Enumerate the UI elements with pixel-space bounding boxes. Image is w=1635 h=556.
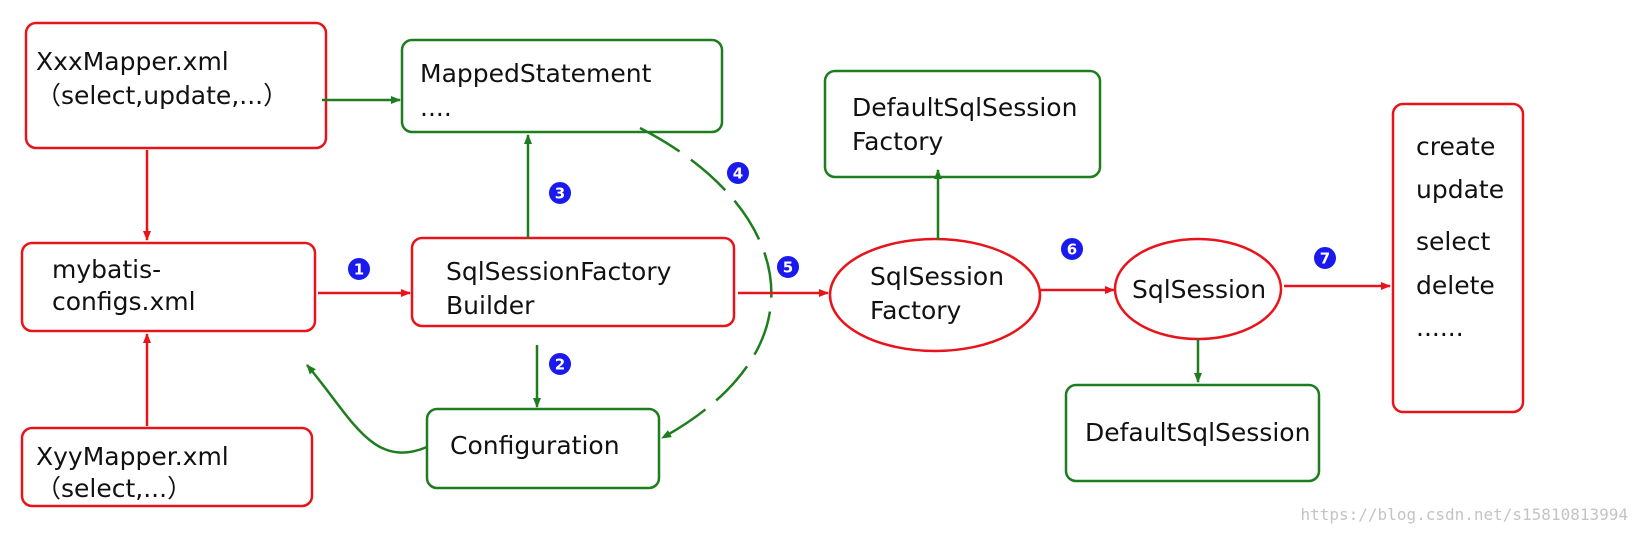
step-badge-5-label: 5 xyxy=(783,259,793,277)
factory-builder-line1: SqlSessionFactory xyxy=(446,257,672,286)
node-xxx-mapper: XxxMapper.xml （select,update,...） xyxy=(24,21,328,150)
node-mapped-statement: MappedStatement .... xyxy=(400,38,724,134)
mapped-statement-ellipsis: .... xyxy=(420,93,452,122)
step-badge-5: 5 xyxy=(775,254,801,280)
default-factory-line2: Factory xyxy=(852,127,944,156)
xxx-mapper-statements: （select,update,...） xyxy=(36,81,288,110)
node-default-sql-session: DefaultSqlSession xyxy=(1064,383,1321,483)
xxx-mapper-title: XxxMapper.xml xyxy=(36,47,229,76)
xyy-mapper-title: XyyMapper.xml xyxy=(36,442,229,471)
session-factory-line1: SqlSession xyxy=(870,262,1004,291)
operation-delete: delete xyxy=(1416,271,1495,300)
operation-more: ...... xyxy=(1416,313,1464,342)
step-badge-7: 7 xyxy=(1312,245,1338,271)
step-badge-4-label: 4 xyxy=(733,165,743,183)
node-operations: create update select delete ...... xyxy=(1391,102,1525,414)
arrow-mapped-statement-to-configuration xyxy=(639,126,773,440)
mapped-statement-title: MappedStatement xyxy=(420,59,652,88)
node-default-sql-session-factory: DefaultSqlSession Factory xyxy=(823,69,1102,179)
step-badge-2-label: 2 xyxy=(555,356,565,374)
step-badge-1-label: 1 xyxy=(354,261,364,279)
operation-create: create xyxy=(1416,132,1495,161)
step-badge-3: 3 xyxy=(547,180,573,206)
default-session-label: DefaultSqlSession xyxy=(1085,418,1310,447)
operation-select: select xyxy=(1416,227,1490,256)
node-xyy-mapper: XyyMapper.xml （select,...） xyxy=(20,426,314,508)
step-badge-2: 2 xyxy=(547,351,573,377)
node-sql-session-factory: SqlSession Factory xyxy=(828,237,1042,353)
xyy-mapper-statements: （select,...） xyxy=(36,474,192,503)
node-mybatis-configs: mybatis- configs.xml xyxy=(20,241,317,333)
watermark-url: https://blog.csdn.net/s15810813994 xyxy=(1300,505,1628,524)
node-configuration: Configuration xyxy=(425,407,661,490)
factory-builder-line2: Builder xyxy=(446,291,535,320)
session-factory-line2: Factory xyxy=(870,296,962,325)
mybatis-configs-line2: configs.xml xyxy=(52,287,196,316)
node-sql-session-factory-builder: SqlSessionFactory Builder xyxy=(410,236,736,328)
default-factory-line1: DefaultSqlSession xyxy=(852,93,1077,122)
step-badge-6-label: 6 xyxy=(1067,241,1077,259)
mybatis-configs-line1: mybatis- xyxy=(52,255,161,284)
configuration-label: Configuration xyxy=(450,431,620,460)
operation-update: update xyxy=(1416,175,1504,204)
step-badge-7-label: 7 xyxy=(1320,250,1330,268)
step-badge-1: 1 xyxy=(346,256,372,282)
sql-session-label: SqlSession xyxy=(1132,275,1266,304)
arrow-configuration-to-configs xyxy=(306,364,428,454)
step-badge-4: 4 xyxy=(725,160,751,186)
step-badge-6: 6 xyxy=(1059,236,1085,262)
step-badge-3-label: 3 xyxy=(555,185,565,203)
node-sql-session: SqlSession xyxy=(1113,237,1283,341)
